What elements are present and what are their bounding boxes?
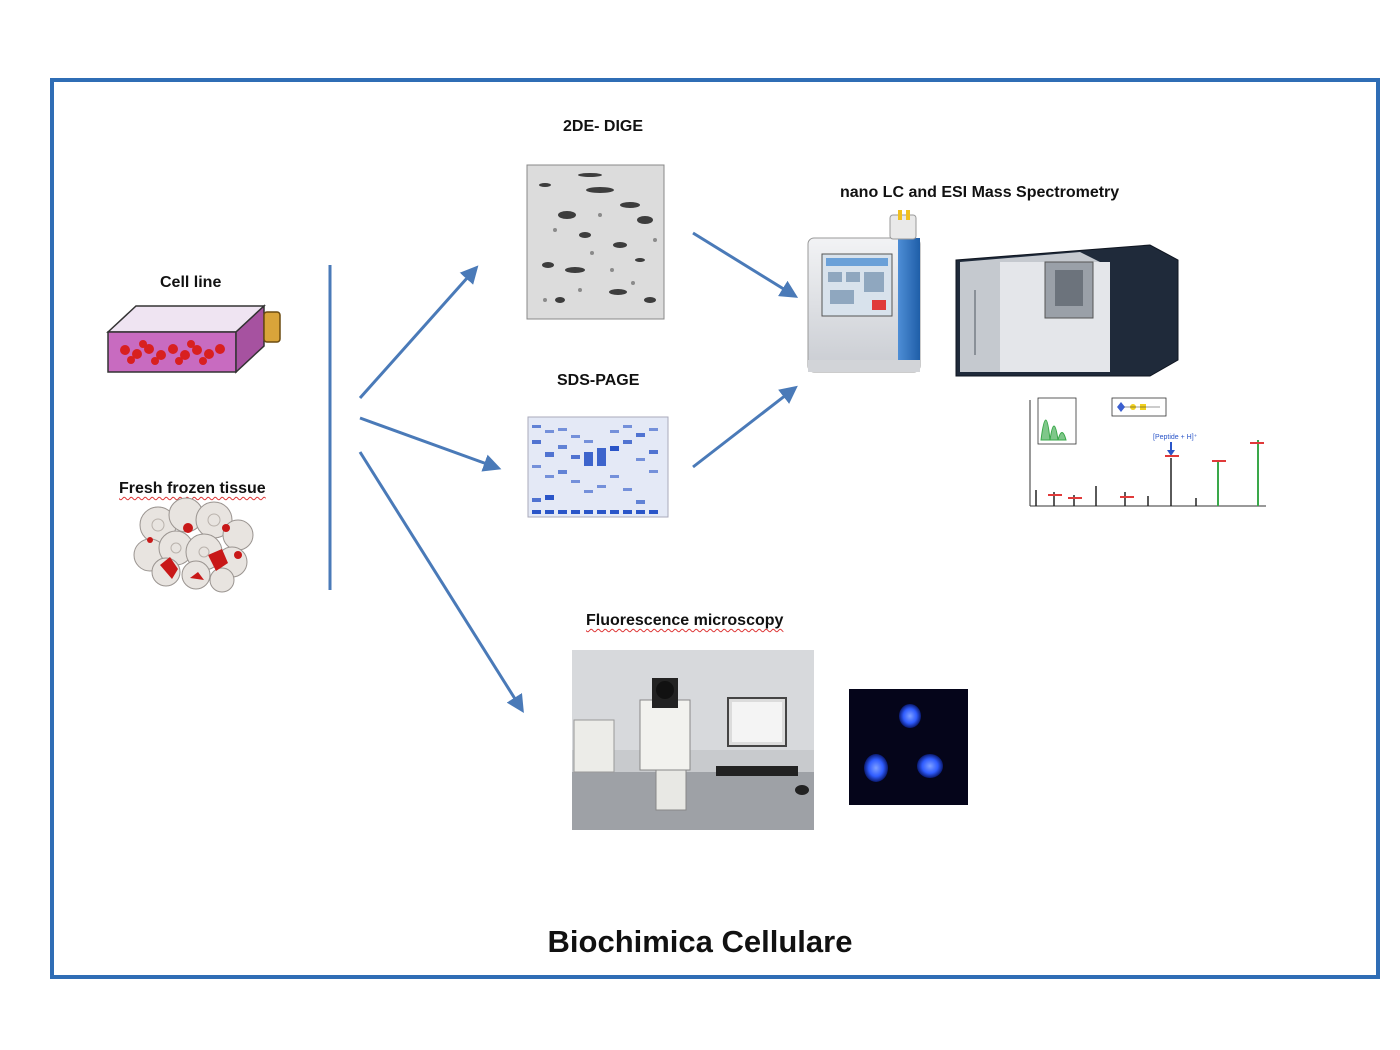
arrow-dige-to-ms <box>692 231 799 298</box>
label-cell-line: Cell line <box>160 274 222 291</box>
dige-gel-image <box>526 164 665 320</box>
mass-spectrum-chart: [Peptide + H]⁺ <box>1014 394 1269 512</box>
arrow-to-sds <box>359 416 502 472</box>
sds-page-gel-image <box>527 416 669 518</box>
label-fluorescence-microscopy: Fluorescence microscopy <box>586 612 784 629</box>
cell-flask-icon <box>106 304 281 374</box>
arrow-to-dige <box>358 265 479 399</box>
label-sds-page: SDS-PAGE <box>557 372 640 389</box>
fluorescence-microscope-photo <box>572 650 814 830</box>
arrow-sds-to-ms <box>692 385 798 469</box>
label-2de-dige: 2DE- DIGE <box>563 118 644 135</box>
tissue-icon <box>133 497 254 593</box>
nano-lc-instrument-image <box>807 210 921 373</box>
label-mass-spectrometry: nano LC and ESI Mass Spectrometry <box>840 184 1120 201</box>
arrow-to-microscopy <box>358 451 524 714</box>
fluorescent-nuclei-image <box>849 689 968 805</box>
mass-spectrometer-image <box>955 244 1179 377</box>
diagram-frame <box>50 78 1380 979</box>
spectrum-peptide-label: [Peptide + H]⁺ <box>1153 434 1198 441</box>
diagram-title: Biochimica Cellulare <box>547 924 853 959</box>
label-fresh-frozen-tissue: Fresh frozen tissue <box>119 480 266 497</box>
